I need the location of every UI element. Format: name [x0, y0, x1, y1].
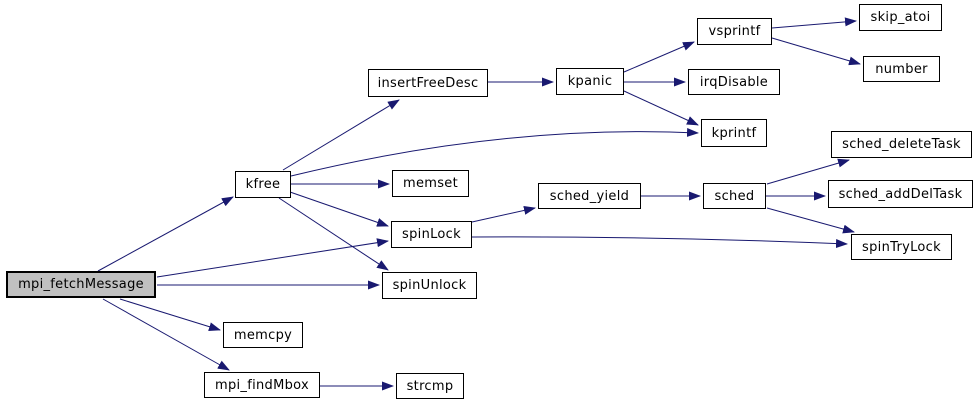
edge-kfree-to-kprintf	[290, 127, 699, 177]
edge-sched-to-spinTryLock	[766, 207, 855, 234]
node-number[interactable]: number	[863, 56, 940, 82]
node-irqDisable[interactable]: irqDisable	[688, 69, 780, 95]
edge-mpi_fetchMessage-to-spinLock	[156, 238, 389, 278]
edges-group	[97, 17, 861, 391]
edge-mpi_fetchMessage-to-mpi_findMbox	[102, 298, 230, 371]
node-sched[interactable]: sched	[703, 183, 766, 209]
node-skip_atoi[interactable]: skip_atoi	[859, 4, 942, 31]
edge-sched-to-sched_deleteTask	[766, 158, 850, 185]
node-memset[interactable]: memset	[392, 170, 469, 197]
edge-kfree-to-spinUnlock	[278, 197, 389, 271]
node-memcpy[interactable]: memcpy	[223, 322, 303, 348]
edge-vsprintf-to-skip_atoi	[771, 17, 857, 29]
node-sched_yield[interactable]: sched_yield	[538, 183, 641, 209]
node-sched_deleteTask[interactable]: sched_deleteTask	[831, 131, 972, 158]
node-kprintf[interactable]: kprintf	[701, 119, 767, 147]
node-mpi_findMbox[interactable]: mpi_findMbox	[204, 372, 320, 398]
node-vsprintf[interactable]: vsprintf	[697, 18, 772, 45]
node-insertFreeDesc[interactable]: insertFreeDesc	[368, 69, 488, 97]
edge-kfree-to-insertFreeDesc	[282, 99, 400, 171]
edge-mpi_fetchMessage-to-kfree	[97, 196, 234, 272]
edge-kpanic-to-vsprintf	[623, 41, 695, 73]
edge-kpanic-to-kprintf	[623, 90, 699, 126]
edge-spinLock-to-spinTryLock	[471, 236, 848, 249]
edge-spinLock-to-sched_yield	[471, 205, 536, 223]
node-spinUnlock[interactable]: spinUnlock	[382, 272, 477, 299]
edge-mpi_fetchMessage-to-memcpy	[119, 298, 221, 332]
edge-kfree-to-spinLock	[289, 191, 389, 227]
node-kfree[interactable]: kfree	[235, 171, 291, 198]
node-sched_addDelTask[interactable]: sched_addDelTask	[828, 180, 973, 208]
node-strcmp[interactable]: strcmp	[396, 373, 464, 399]
node-kpanic[interactable]: kpanic	[556, 68, 624, 95]
node-spinLock[interactable]: spinLock	[391, 221, 472, 248]
node-mpi_fetchMessage: mpi_fetchMessage	[6, 271, 156, 298]
node-spinTryLock[interactable]: spinTryLock	[851, 234, 952, 260]
edge-vsprintf-to-number	[771, 37, 861, 66]
